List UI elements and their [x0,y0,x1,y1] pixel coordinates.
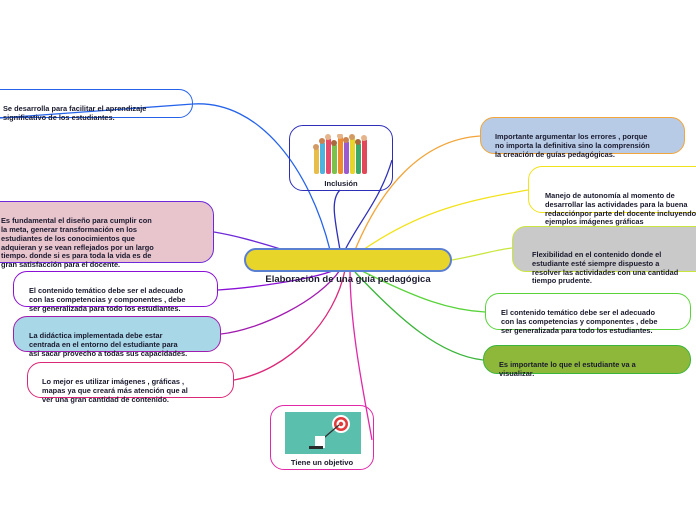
left-node-imagenes[interactable]: Lo mejor es utilizar imágenes , gráficas… [27,362,234,404]
left-node-didactica[interactable]: La didáctica implementada debe estar cen… [13,316,221,358]
right-node-autonomia[interactable]: Manejo de autonomía al momento de desarr… [528,166,696,226]
central-topic[interactable]: Elaboración de una guía pedagógica [244,248,452,285]
node-text: El contenido temático debe ser el adecua… [29,285,186,313]
node-text: Importante argumentar los errores , porq… [495,131,650,159]
left-node-contenido[interactable]: El contenido temático debe ser el adecua… [13,271,218,313]
right-node-errores[interactable]: Importante argumentar los errores , porq… [480,117,685,159]
right-node-contenido[interactable]: El contenido temático debe ser el adecua… [485,293,691,335]
image-node-inclusion[interactable]: Inclusión [289,125,393,191]
node-text: Flexibilidad en el contenido donde el es… [532,249,679,286]
right-node-visualizar[interactable]: Es importante lo que el estudiante va a … [483,345,691,378]
node-text: Es importante lo que el estudiante va a … [499,359,636,378]
left-node-aprendizaje[interactable]: Se desarrolla para facilitar el aprendiz… [0,89,193,122]
target-icon [285,412,361,454]
node-text: Lo mejor es utilizar imágenes , gráficas… [42,376,188,404]
right-node-flexibilidad[interactable]: Flexibilidad en el contenido donde el es… [512,226,696,285]
node-text: Es fundamental el diseño para cumplir co… [1,215,154,270]
central-topic-label: Elaboración de una guía pedagógica [265,274,431,285]
node-text: Manejo de autonomía al momento de desarr… [545,190,696,227]
image-node-caption: Inclusión [324,179,358,188]
node-text: El contenido temático debe ser el adecua… [501,307,658,335]
image-node-caption: Tiene un objetivo [290,458,354,467]
left-node-diseno[interactable]: Es fundamental el diseño para cumplir co… [0,201,214,269]
image-node-objetivo[interactable]: Tiene un objetivo [270,405,374,470]
raised-hands-icon [313,134,367,174]
node-text: Se desarrolla para facilitar el aprendiz… [3,103,147,122]
node-text: La didáctica implementada debe estar cen… [29,330,188,358]
